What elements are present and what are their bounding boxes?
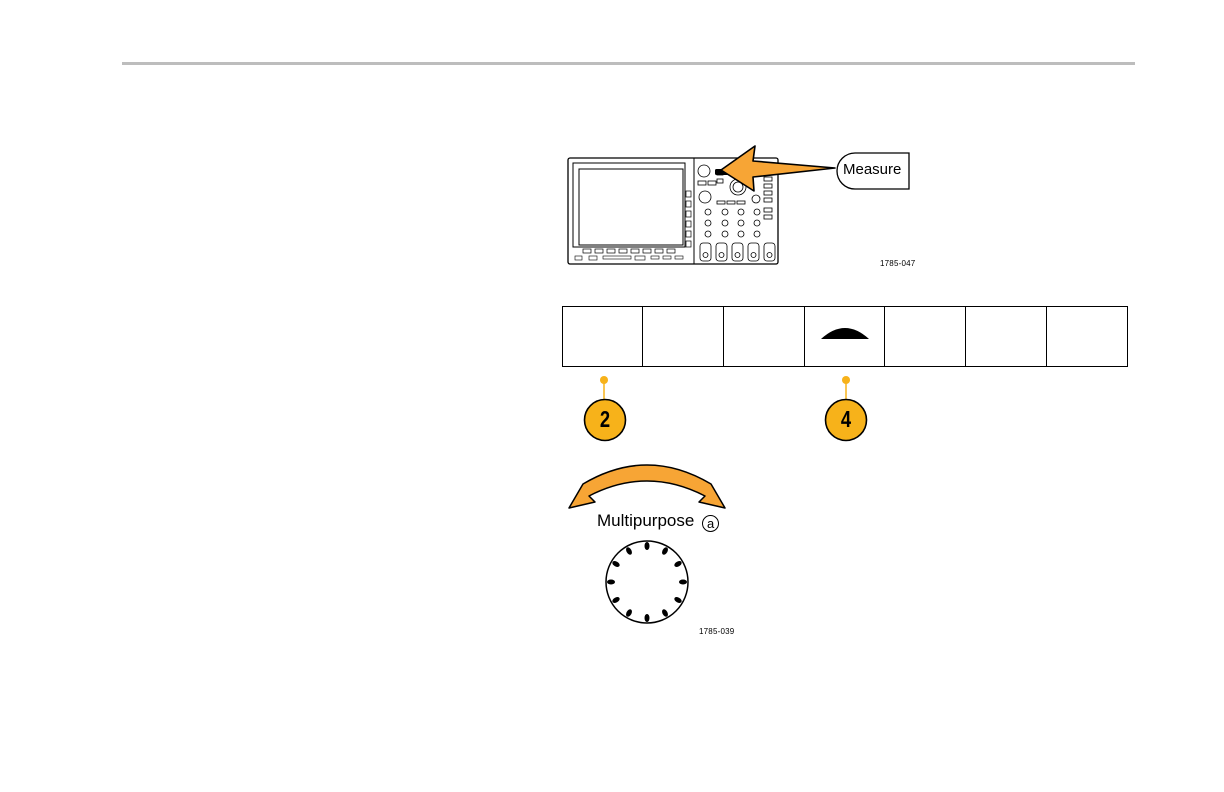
softkey-3[interactable] bbox=[724, 307, 804, 366]
softkey-6[interactable] bbox=[966, 307, 1046, 366]
softkey-1[interactable] bbox=[563, 307, 642, 366]
up-arrow-icon bbox=[819, 319, 871, 341]
callout-2: 2 bbox=[583, 398, 627, 442]
softkey-2[interactable] bbox=[643, 307, 723, 366]
header-rule bbox=[122, 62, 1135, 65]
multipurpose-knob-label: Multipurpose a bbox=[597, 511, 719, 532]
softkey-7[interactable] bbox=[1047, 307, 1127, 366]
knob-marker-badge: a bbox=[702, 515, 719, 532]
rotate-arrow-icon bbox=[567, 456, 727, 516]
callout-4: 4 bbox=[824, 398, 868, 442]
knob-label-text: Multipurpose bbox=[597, 511, 694, 530]
pointer-arrow-icon bbox=[719, 143, 837, 193]
multipurpose-knob[interactable] bbox=[604, 539, 690, 625]
figure-number-bottom: 1785-039 bbox=[699, 627, 734, 636]
softkey-5[interactable] bbox=[885, 307, 965, 366]
callout-number-2: 2 bbox=[587, 406, 622, 433]
figure-number-top: 1785-047 bbox=[880, 259, 915, 268]
softkey-4[interactable] bbox=[805, 307, 884, 366]
measure-button-label: Measure bbox=[843, 161, 901, 178]
callout-number-4: 4 bbox=[828, 406, 863, 433]
callout-leaders bbox=[596, 372, 856, 402]
